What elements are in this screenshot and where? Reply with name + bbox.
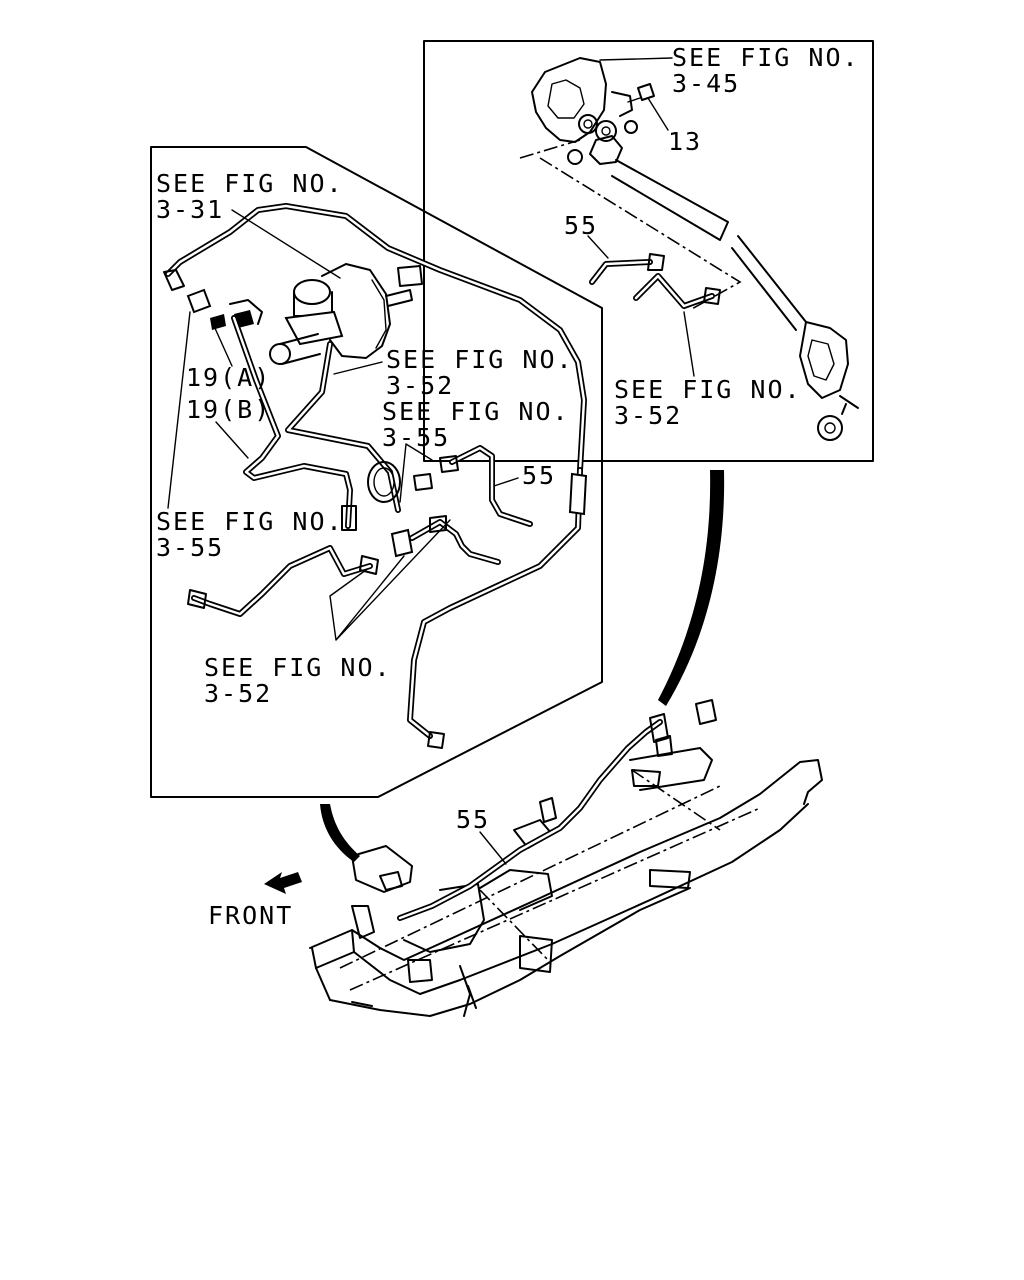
label-ref-3-52-bottom-line2: 3-52: [204, 679, 272, 708]
callout-swoosh-left: [320, 804, 360, 862]
leader-3-55-mid: [399, 443, 433, 503]
chassis-frame: [309, 699, 823, 1017]
leader-19a: [213, 325, 233, 367]
leader-19b: [215, 421, 249, 459]
leader-3-52-bottom: [329, 519, 451, 641]
label-ref-3-31-line1: SEE FIG NO.: [156, 169, 344, 198]
leader-55-lower: [479, 831, 507, 865]
chassis-centerline-d: [631, 769, 721, 831]
label-front: FRONT: [208, 901, 293, 930]
rear-detail-panel: SEE FIG NO. 3-45 13 55 SEE FIG NO. 3-52: [423, 40, 874, 462]
brake-tee-block: [390, 515, 501, 565]
rear-differential: [531, 57, 638, 165]
label-ref-3-45-line2: 3-45: [672, 69, 740, 98]
label-part-55-lower: 55: [456, 805, 490, 834]
brake-pipe-rear-run: [407, 467, 588, 749]
leader-55-upper: [587, 235, 609, 259]
leader-13: [647, 97, 669, 131]
label-ref-3-31-line2: 3-31: [156, 195, 224, 224]
leader-3-45: [599, 57, 673, 61]
rear-centerline: [539, 157, 742, 311]
front-arrow-icon: [264, 872, 302, 894]
brake-junction-19: [186, 288, 263, 330]
chassis-centerline-c: [479, 889, 549, 961]
pipe-55-mid: [413, 445, 533, 527]
rear-detail-frame: [423, 40, 874, 462]
bolt-13: [627, 83, 655, 103]
pipe-55-rear-right: [633, 273, 721, 309]
leader-55-mid: [493, 477, 519, 487]
brake-pipe-19b: [231, 315, 357, 531]
label-ref-3-52-bottom-line1: SEE FIG NO.: [204, 653, 392, 682]
label-part-55-upper: 55: [564, 211, 598, 240]
label-part-19b: 19(B): [186, 395, 271, 424]
label-ref-3-52-mid-line2: 3-52: [386, 371, 454, 400]
brake-pipe-upper-long: [163, 203, 587, 473]
label-ref-3-55-left-line1: SEE FIG NO.: [156, 507, 344, 536]
master-cylinder: [269, 279, 344, 365]
frame-brake-pipe-55: [397, 713, 673, 921]
front-detail-panel: SEE FIG NO. 3-31 SEE FIG NO. 3-52 SEE FI…: [150, 146, 603, 798]
pipe-coil: [367, 461, 401, 503]
label-ref-3-52-right-line2: 3-52: [614, 401, 682, 430]
label-ref-3-55-mid-line1: SEE FIG NO.: [382, 397, 570, 426]
brake-pipe-lower-left: [187, 545, 379, 617]
label-ref-3-52-right-line1: SEE FIG NO.: [614, 375, 802, 404]
label-ref-3-55-mid-line2: 3-55: [382, 423, 450, 452]
label-ref-3-55-left-line2: 3-55: [156, 533, 224, 562]
chassis-centerline-b: [349, 807, 761, 991]
leader-3-31: [231, 209, 341, 279]
leader-3-52-mid: [333, 361, 383, 375]
label-part-13: 13: [668, 127, 702, 156]
axle-tube: [611, 159, 729, 241]
label-ref-3-52-mid-line1: SEE FIG NO.: [386, 345, 574, 374]
chassis-centerline-a: [339, 785, 721, 969]
label-part-19a: 19(A): [186, 363, 271, 392]
front-detail-frame: [150, 146, 603, 798]
label-part-55-mid: 55: [522, 461, 556, 490]
brake-drum: [799, 321, 859, 441]
pipe-55-rear-left: [589, 253, 665, 285]
callout-swoosh-right: [658, 470, 725, 706]
brake-booster: [321, 263, 423, 359]
leader-3-52-right: [683, 311, 695, 377]
brake-pipe-from-master: [285, 341, 401, 513]
front-direction-indicator: FRONT: [208, 872, 302, 930]
label-ref-3-45-line1: SEE FIG NO.: [672, 43, 860, 72]
leader-3-55-left: [167, 311, 191, 509]
